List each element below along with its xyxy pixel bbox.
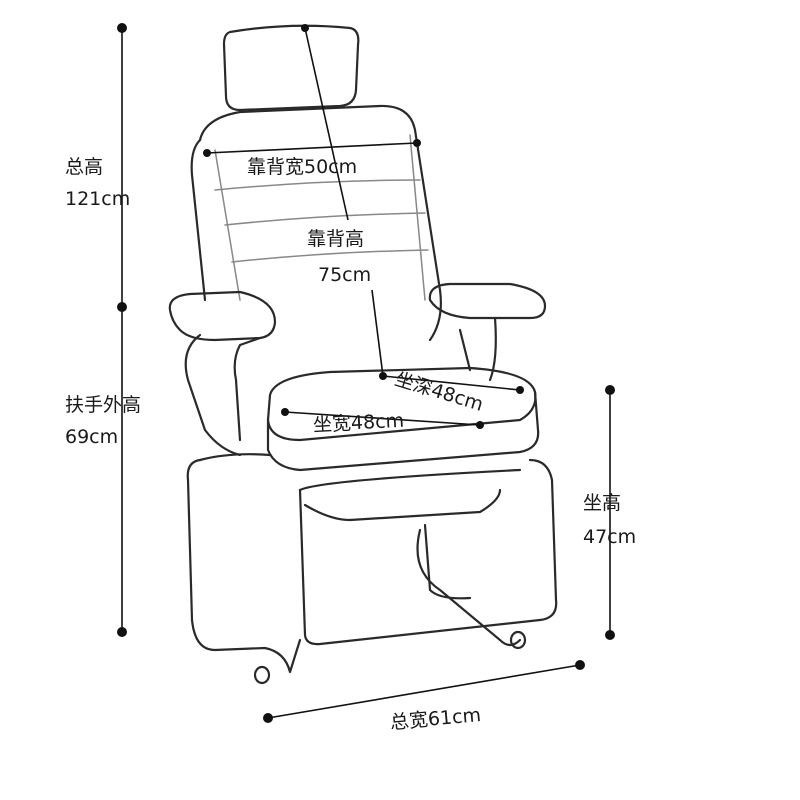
back-height-value: 75cm (318, 264, 372, 286)
armrest-height-value: 69cm (65, 426, 119, 448)
back-width-label: 靠背宽50cm (247, 156, 358, 178)
seat-width-line (284, 411, 481, 426)
total-height-value: 121cm (65, 188, 131, 210)
back-height-line (304, 27, 349, 221)
back-width-line (206, 142, 418, 154)
total-width-line (267, 664, 581, 719)
back-height-title: 靠背高 (307, 228, 365, 250)
armrest-height-title: 扶手外高 (65, 394, 142, 416)
dim-dot (117, 302, 127, 312)
seat-height-value: 47cm (583, 526, 637, 548)
seat-depth-line (382, 375, 521, 391)
dim-dot (117, 23, 127, 33)
dimension-lines (117, 23, 615, 723)
dim-dot (117, 627, 127, 637)
chair-outline (168, 24, 558, 685)
seat-height-title: 坐高 (583, 492, 622, 514)
seat-width-label: 坐宽48cm (312, 409, 405, 437)
total-height-title: 总高 (65, 156, 104, 178)
